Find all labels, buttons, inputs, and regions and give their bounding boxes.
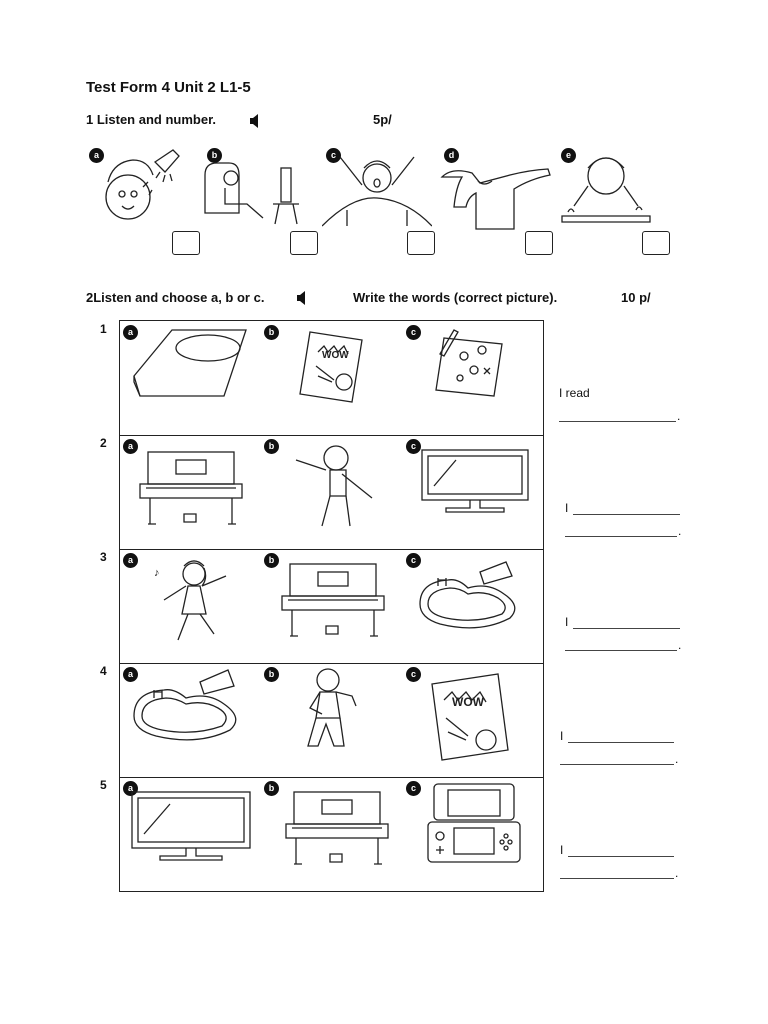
boy-waking-up-icon <box>322 156 432 227</box>
answer-line-1[interactable] <box>559 421 676 422</box>
row-number-1: 1 <box>100 322 107 336</box>
tv-icon[interactable] <box>420 448 530 518</box>
shower-boy-icon <box>105 149 180 220</box>
dancing-boy-icon[interactable] <box>290 440 374 532</box>
choice-letter-c: c <box>406 325 421 340</box>
row-number-4: 4 <box>100 664 107 678</box>
piano-icon[interactable] <box>138 448 244 528</box>
boy-washing-face-icon <box>561 157 651 223</box>
answer-box-e[interactable] <box>642 231 670 255</box>
choice-letter-a: a <box>123 325 138 340</box>
choice-letter-a: a <box>123 439 138 454</box>
answer-box-a[interactable] <box>172 231 200 255</box>
dancing-girl-icon[interactable]: ♪ <box>150 556 232 646</box>
answer-prefix-5: I <box>560 843 564 857</box>
answer-suffix-3: . <box>678 638 682 652</box>
page-title: Test Form 4 Unit 2 L1-5 <box>86 79 251 96</box>
boy-watching-tv-icon <box>204 162 299 225</box>
game-console-icon[interactable] <box>426 782 522 864</box>
answer-line-5b[interactable] <box>560 878 674 879</box>
svg-text:WOW: WOW <box>322 350 349 361</box>
choice-letter-a: a <box>123 553 138 568</box>
picture-letter-c: c <box>326 148 341 163</box>
picture-letter-d: d <box>444 148 459 163</box>
answer-line-2a[interactable] <box>573 514 680 515</box>
comic-book-icon[interactable]: WOW <box>428 670 512 766</box>
boy-getting-dressed-icon <box>440 168 551 230</box>
answer-line-4a[interactable] <box>568 742 674 743</box>
answer-prefix-3: I <box>565 615 569 629</box>
choice-grid <box>119 320 544 892</box>
row-number-5: 5 <box>100 778 107 792</box>
answer-box-c[interactable] <box>407 231 435 255</box>
drawing-book-icon[interactable] <box>430 324 520 400</box>
answer-box-b[interactable] <box>290 231 318 255</box>
book-icon[interactable] <box>130 326 250 400</box>
picture-letter-a: a <box>89 148 104 163</box>
choice-letter-c: c <box>406 553 421 568</box>
speaker-icon[interactable] <box>249 114 261 128</box>
choice-letter-b: b <box>264 781 279 796</box>
answer-suffix-2: . <box>678 524 682 538</box>
answer-prefix-4: I <box>560 729 564 743</box>
answer-suffix-4: . <box>675 752 679 766</box>
comic-book-icon[interactable]: WOW <box>296 326 368 404</box>
answer-box-d[interactable] <box>525 231 553 255</box>
answer-line-5a[interactable] <box>568 856 674 857</box>
exercise1-points: 5p/ <box>373 112 392 127</box>
choice-letter-c: c <box>406 667 421 682</box>
exercise1-heading: 1 Listen and number. <box>86 112 217 127</box>
piano-icon[interactable] <box>280 560 386 640</box>
answer-prefix-2: I <box>565 501 569 515</box>
choice-letter-b: b <box>264 325 279 340</box>
answer-prefix-1: I read <box>559 386 590 400</box>
swimming-pool-icon[interactable] <box>128 668 248 744</box>
picture-letter-e: e <box>561 148 576 163</box>
row-number-3: 3 <box>100 550 107 564</box>
choice-letter-b: b <box>264 439 279 454</box>
answer-line-3a[interactable] <box>573 628 680 629</box>
swimming-pool-icon[interactable] <box>414 560 526 632</box>
answer-line-2b[interactable] <box>565 536 677 537</box>
tv-icon[interactable] <box>130 790 252 866</box>
choice-letter-a: a <box>123 667 138 682</box>
svg-text:♪: ♪ <box>154 567 160 579</box>
choice-letter-b: b <box>264 553 279 568</box>
answer-line-3b[interactable] <box>565 650 677 651</box>
exercise2-instruction: Write the words (correct picture). <box>353 290 558 305</box>
karate-boy-icon[interactable] <box>300 666 362 752</box>
choice-letter-c: c <box>406 781 421 796</box>
row-number-2: 2 <box>100 436 107 450</box>
piano-icon[interactable] <box>284 788 390 868</box>
svg-text:WOW: WOW <box>452 695 485 709</box>
answer-line-4b[interactable] <box>560 764 674 765</box>
choice-letter-b: b <box>264 667 279 682</box>
speaker-icon[interactable] <box>296 291 308 305</box>
choice-letter-c: c <box>406 439 421 454</box>
exercise2-points: 10 p/ <box>621 290 651 305</box>
answer-suffix-5: . <box>675 866 679 880</box>
exercise2-heading: 2Listen and choose a, b or c. <box>86 290 265 305</box>
answer-suffix-1: . <box>677 409 681 423</box>
picture-letter-b: b <box>207 148 222 163</box>
